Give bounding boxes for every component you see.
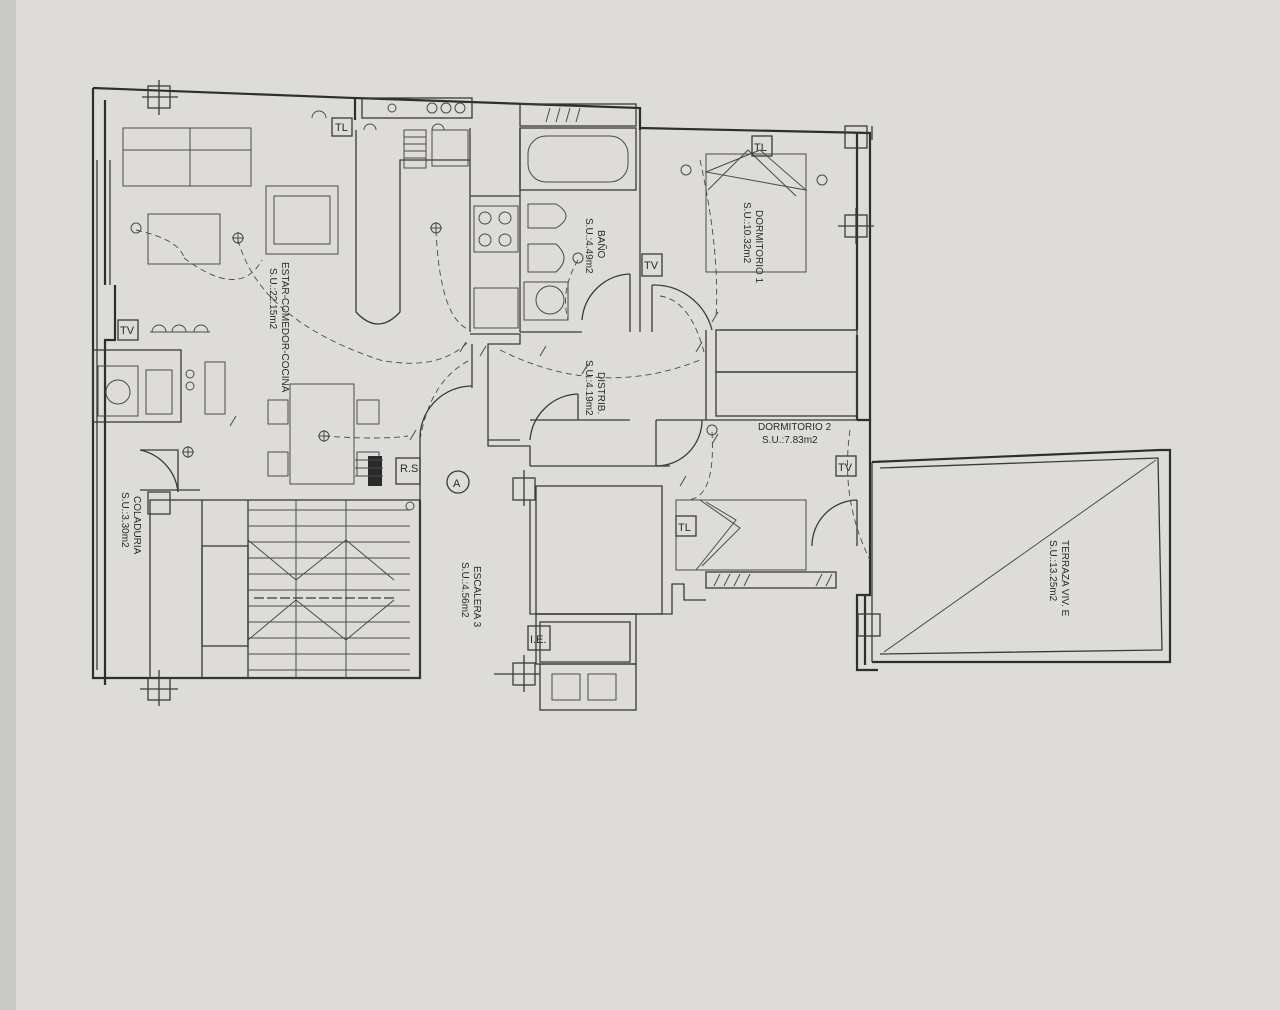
room-bano: BAÑO S.U.:4.49m2	[469, 103, 637, 333]
room-coladuria: COLADURIA S.U.:3.30m2	[92, 349, 226, 555]
room-dormitorio-2: TL TV DORMITORIO 2 S.U.:7.83m2	[530, 419, 871, 589]
tv-label-dorm2: TV	[838, 462, 853, 474]
tv-label-estar: TV	[120, 325, 135, 337]
tl-label-dorm2: TL	[678, 522, 691, 534]
coffee-table	[147, 213, 221, 265]
room-escalera: I.E. R.S. A ESCALERA 3 S.U.:4.56m2	[400, 440, 706, 711]
room-estar: TL TV ESTAR-COMEDOR-COCINA S.U.:22.15m2	[117, 97, 473, 486]
tv-socket-dorm1	[641, 253, 663, 277]
room-area-escalera: S.U.:4.56m2	[459, 562, 470, 618]
bidet	[527, 243, 565, 273]
tv-socket-dorm2	[835, 455, 857, 477]
tl-label-estar: TL	[335, 122, 348, 134]
room-area-dorm1: S.U.:10.32m2	[741, 202, 752, 264]
unit-marker	[446, 470, 470, 494]
room-name-estar: ESTAR-COMEDOR-COCINA	[279, 262, 290, 393]
armchair	[265, 185, 339, 255]
stairwell	[149, 499, 421, 679]
room-name-coladuria: COLADURIA	[131, 496, 142, 555]
kitchen-hob-strip	[361, 97, 473, 119]
kitchen-peninsula	[355, 128, 471, 325]
washbasin	[535, 285, 565, 315]
tl-socket	[331, 117, 353, 137]
room-distrib: DISTRIB. S.U.:4.19m2	[419, 333, 701, 441]
bed-1	[705, 153, 807, 273]
unit-marker-label: A	[453, 478, 461, 490]
room-area-dorm2: S.U.:7.83m2	[762, 435, 818, 446]
dining-table	[289, 383, 355, 485]
shaft-block	[368, 456, 382, 486]
rs-label: R.S.	[400, 463, 421, 475]
sofa	[122, 127, 252, 187]
ie-label: I.E.	[530, 634, 547, 646]
room-terraza: TERRAZA VIV. E S.U.:13.25m2	[871, 448, 1172, 664]
paper-edge	[0, 0, 16, 1010]
room-name-dorm1: DORMITORIO 1	[753, 210, 764, 284]
room-name-distrib: DISTRIB.	[595, 372, 606, 414]
tv-label-dorm1: TV	[644, 260, 659, 272]
bathtub	[527, 135, 629, 183]
column-markers	[140, 80, 881, 706]
room-area-distrib: S.U.:4.19m2	[583, 360, 594, 416]
room-area-bano: S.U.:4.49m2	[583, 218, 594, 274]
tv-socket	[117, 319, 139, 341]
wardrobes	[705, 329, 858, 420]
toilet	[527, 203, 567, 229]
room-area-coladuria: S.U.:3.30m2	[119, 492, 130, 548]
room-name-dorm2: DORMITORIO 2	[758, 422, 832, 433]
room-area-terraza: S.U.:13.25m2	[1047, 540, 1058, 602]
room-name-escalera: ESCALERA 3	[471, 566, 482, 628]
room-name-terraza: TERRAZA VIV. E	[1059, 540, 1070, 617]
tl-label-dorm1: TL	[754, 142, 767, 154]
switches	[229, 311, 719, 487]
room-area-estar: S.U.:22.15m2	[267, 268, 278, 330]
room-name-bano: BAÑO	[595, 230, 608, 259]
